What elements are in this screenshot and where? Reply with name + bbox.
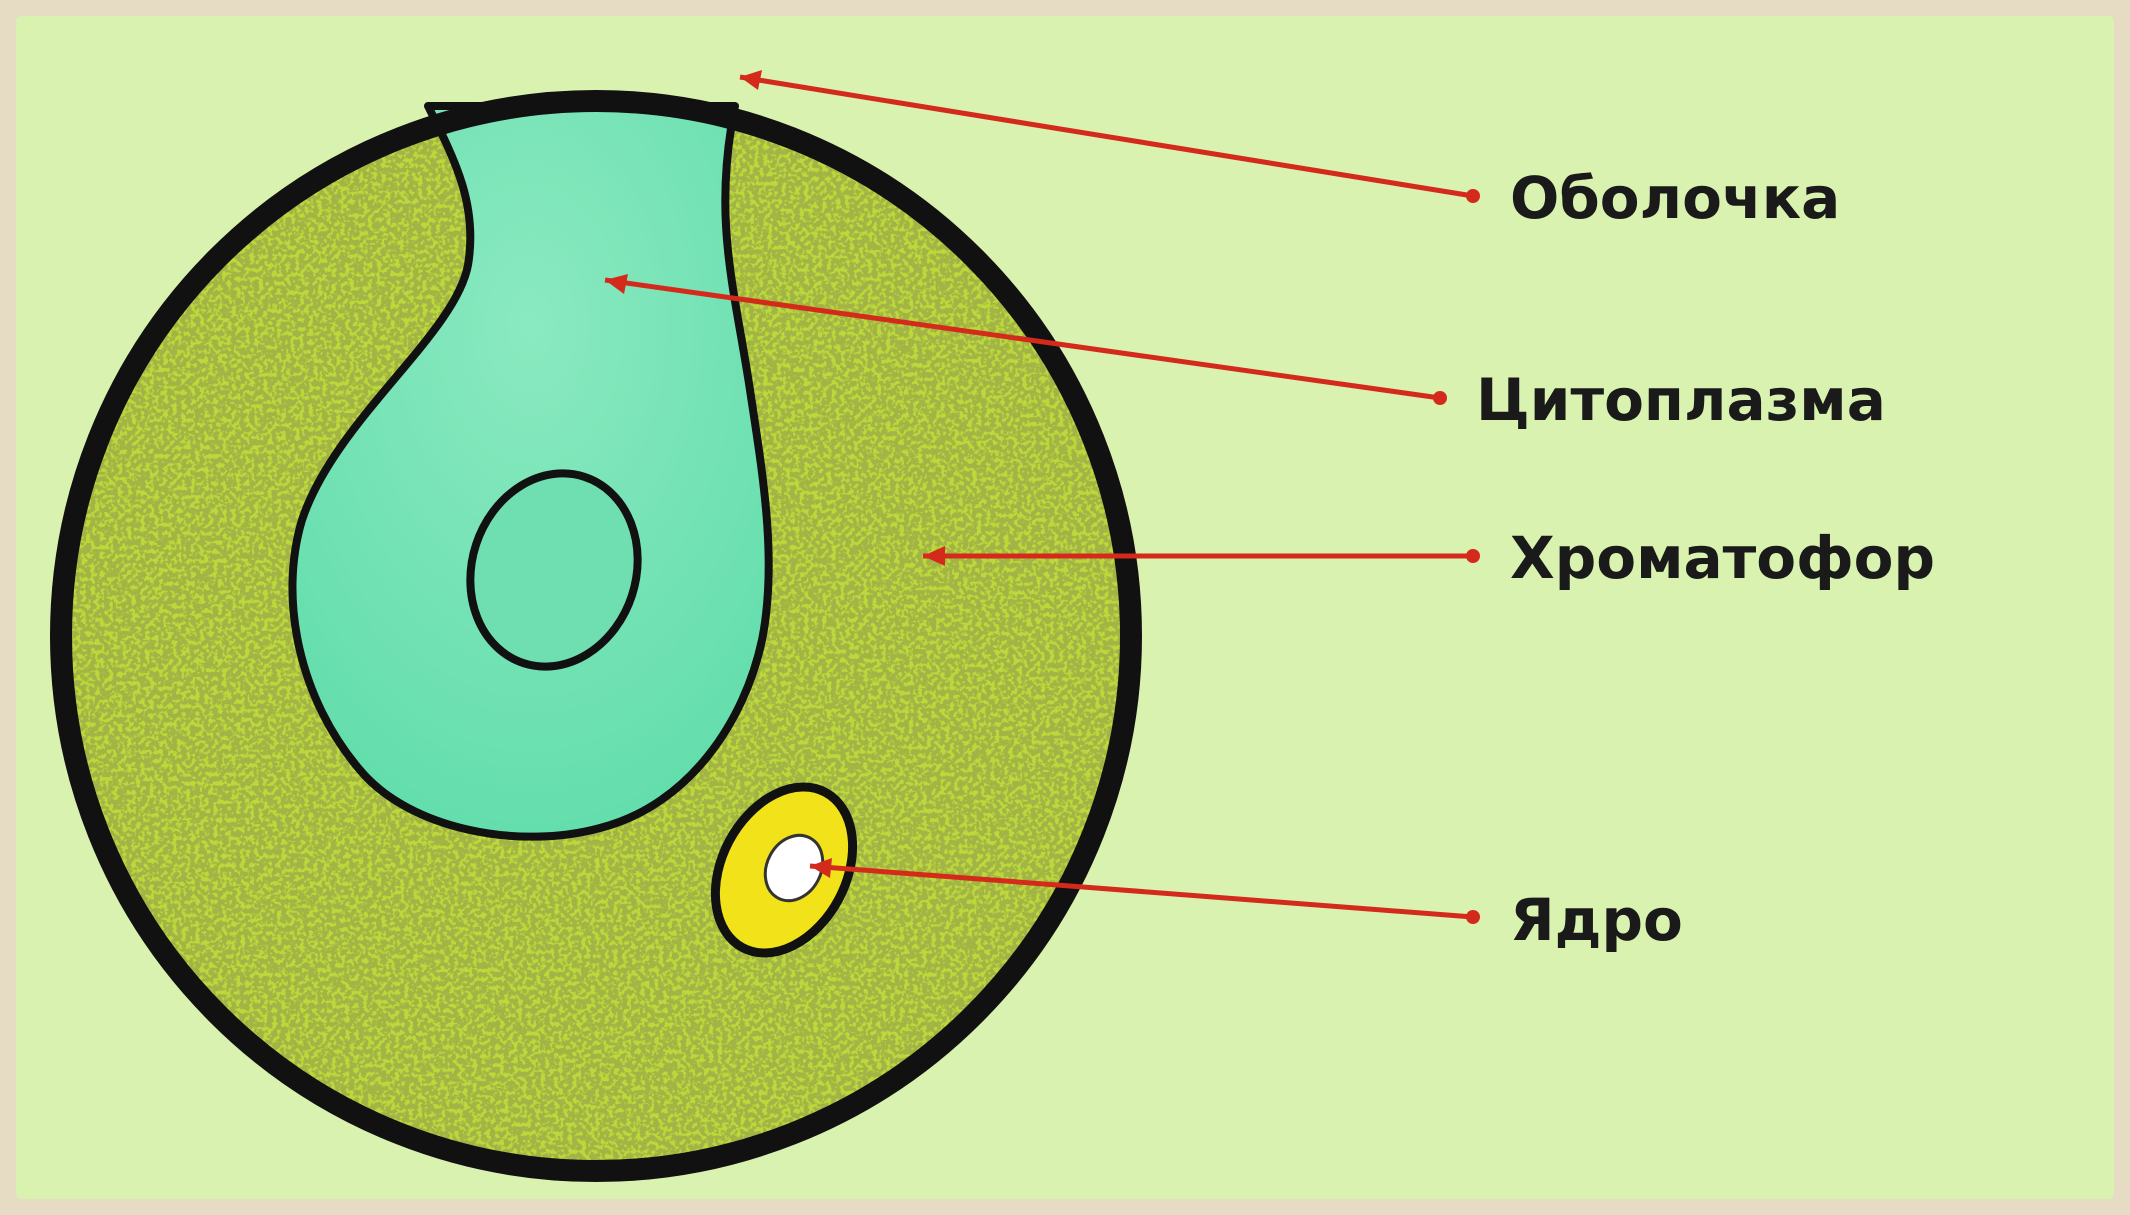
label-membrane: Оболочка <box>1510 164 1840 232</box>
label-chromatophore: Хроматофор <box>1510 524 1935 592</box>
label-nucleus: Ядро <box>1510 886 1683 954</box>
label-cytoplasm: Цитоплазма <box>1476 366 1886 434</box>
